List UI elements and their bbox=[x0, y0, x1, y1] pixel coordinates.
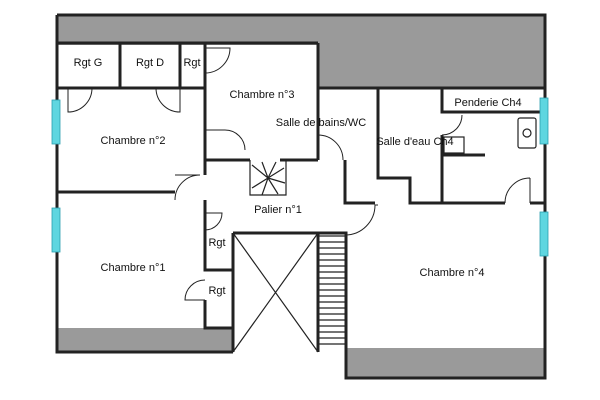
room-label-rgt-g: Rgt G bbox=[74, 57, 103, 69]
door-swings bbox=[67, 47, 531, 301]
washbasin bbox=[517, 117, 537, 149]
stair-treads bbox=[318, 235, 346, 345]
window-chambre1 bbox=[51, 207, 61, 253]
room-label-chambre3: Chambre n°3 bbox=[230, 89, 295, 101]
interior-walls bbox=[57, 41, 545, 353]
room-label-chambre4: Chambre n°4 bbox=[420, 267, 485, 279]
window-chambre2 bbox=[51, 99, 61, 145]
roof-zone-top bbox=[57, 15, 545, 45]
room-label-palier: Palier n°1 bbox=[254, 204, 302, 216]
room-label-salle-bains: Salle de bains/WC bbox=[276, 117, 367, 129]
window-penderie bbox=[539, 97, 549, 145]
room-label-chambre1: Chambre n°1 bbox=[101, 262, 166, 274]
room-label-rgt-mid: Rgt bbox=[208, 237, 225, 249]
roof-zone-bottom-left bbox=[57, 328, 233, 352]
room-label-penderie: Penderie Ch4 bbox=[454, 97, 521, 109]
roof-zone-right bbox=[318, 42, 545, 88]
room-label-rgt-low: Rgt bbox=[208, 285, 225, 297]
room-label-rgt-top: Rgt bbox=[183, 57, 200, 69]
room-label-salle-eau: Salle d'eau Ch4 bbox=[376, 136, 453, 148]
room-label-rgt-d: Rgt D bbox=[136, 57, 164, 69]
shower-tray bbox=[443, 136, 465, 154]
window-chambre4 bbox=[539, 211, 549, 257]
roof-zone-bottom-right bbox=[346, 348, 545, 378]
room-label-chambre2: Chambre n°2 bbox=[101, 135, 166, 147]
spiral-stair bbox=[251, 161, 286, 196]
